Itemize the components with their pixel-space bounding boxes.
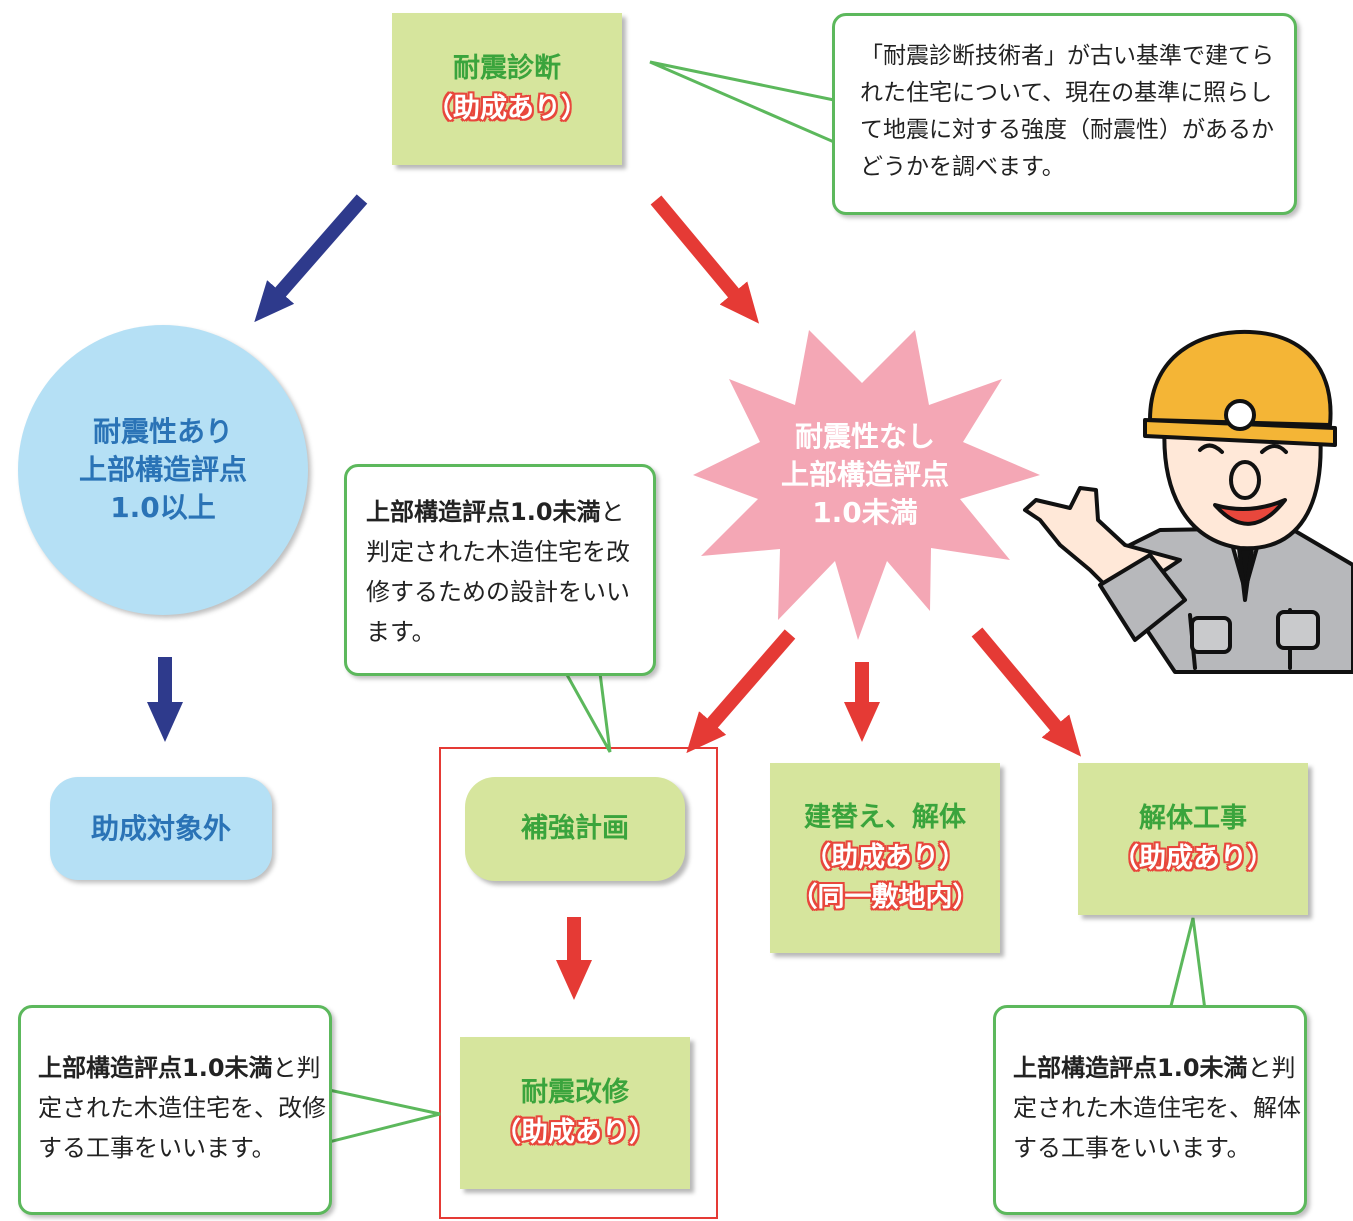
plan-note-bubble — [344, 464, 656, 676]
retrofit-note-emphasis: 上部構造評点1.0未満 — [38, 1054, 273, 1082]
rebuild-title: 建替え、解体 — [804, 802, 966, 833]
not-eligible-text: 助成対象外 — [90, 811, 231, 845]
demolition-note-text: 上部構造評点1.0未満と判定された木造住宅を、解体する工事をいいます。 — [1013, 1048, 1303, 1168]
resistant-line1: 耐震性あり — [92, 415, 233, 448]
reinforcement-plan-box: 補強計画 — [465, 777, 685, 881]
resistant-line2: 上部構造評点 — [78, 453, 247, 486]
arrow-to-resistant — [254, 194, 368, 323]
retrofit-note-rest: と判定された木造住宅を、改修する工事をいいます。 — [38, 1054, 326, 1162]
demolition-note-rest: と判定された木造住宅を、解体する工事をいいます。 — [1013, 1054, 1301, 1162]
arrow-to-not-resistant — [650, 195, 760, 324]
resistant-line3: 1.0以上 — [110, 491, 216, 524]
demolition-title: 解体工事 — [1139, 803, 1247, 834]
demolition-bubble-tail — [1168, 917, 1207, 1012]
rebuild-box: 建替え、解体 （助成あり） （同一敷地内） — [770, 763, 1000, 953]
arrow-to-demolition — [971, 627, 1082, 757]
seismic-resistant-circle: 耐震性あり 上部構造評点 1.0以上 — [18, 325, 308, 615]
diagnosis-bubble-tail — [649, 60, 836, 145]
seismic-diagnosis-subsidy: （助成あり） — [426, 93, 588, 124]
demolition-box: 解体工事 （助成あり） — [1078, 763, 1308, 915]
diagnosis-note-text: 「耐震診断技術者」が古い基準で建てられた住宅について、現在の基準に照らして地震に… — [860, 43, 1274, 180]
plan-note-text: 上部構造評点1.0未満と判定された木造住宅を改修するための設計をいいます。 — [366, 492, 646, 652]
plan-note-emphasis: 上部構造評点1.0未満 — [366, 498, 601, 526]
demolition-note-emphasis: 上部構造評点1.0未満 — [1013, 1054, 1248, 1082]
seismic-retrofit-box: 耐震改修 （助成あり） — [460, 1037, 690, 1189]
retrofit-process-frame — [439, 747, 718, 1219]
plan-bubble-tail — [563, 671, 612, 753]
demolition-note-bubble — [993, 1005, 1307, 1215]
not-resistant-line2: 上部構造評点 — [780, 458, 949, 491]
worker-character — [1023, 329, 1353, 674]
retrofit-bubble-tail — [327, 1088, 441, 1144]
rebuild-subsidy: （助成あり） — [804, 842, 966, 873]
demolition-subsidy: （助成あり） — [1112, 843, 1274, 874]
seismic-retrofit-title: 耐震改修 — [521, 1077, 629, 1108]
not-resistant-line3: 1.0未満 — [812, 496, 918, 529]
rebuild-condition: （同一敷地内） — [790, 882, 980, 913]
reinforcement-plan-text: 補強計画 — [521, 813, 629, 844]
not-resistant-line1: 耐震性なし — [794, 420, 935, 453]
seismic-diagnosis-title: 耐震診断 — [453, 53, 561, 84]
seismic-diagnosis-box: 耐震診断 （助成あり） — [392, 13, 622, 165]
retrofit-note-bubble — [18, 1005, 332, 1215]
not-resistant-label: 耐震性なし 上部構造評点 1.0未満 — [730, 415, 1000, 535]
not-eligible-box: 助成対象外 — [50, 777, 272, 880]
arrow-to-plan — [686, 629, 796, 754]
not-resistant-starburst — [693, 330, 1040, 640]
diagnosis-note-bubble — [832, 13, 1297, 215]
retrofit-note-text: 上部構造評点1.0未満と判定された木造住宅を、改修する工事をいいます。 — [38, 1048, 328, 1168]
plan-note-rest: と判定された木造住宅を改修するための設計をいいます。 — [366, 498, 630, 646]
seismic-retrofit-subsidy: （助成あり） — [494, 1117, 656, 1148]
